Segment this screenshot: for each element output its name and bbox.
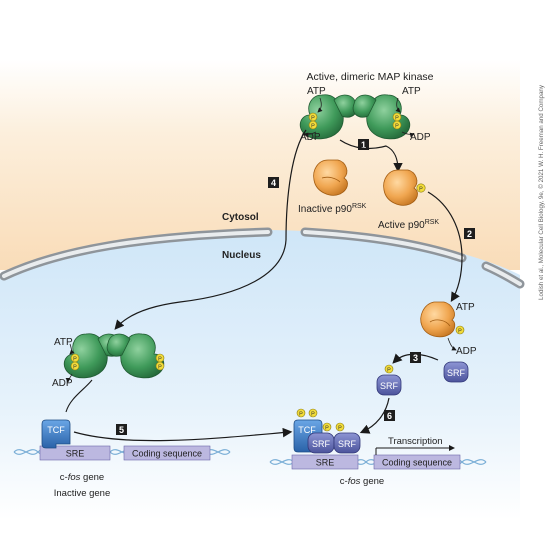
map-kinase-title: Active, dimeric MAP kinase xyxy=(306,71,433,83)
nuclear-envelope xyxy=(0,227,525,289)
svg-text:P: P xyxy=(73,365,77,371)
credit-line: Lodish et al., Molecular Cell Biology, 9… xyxy=(538,84,545,300)
svg-text:P: P xyxy=(311,412,315,418)
svg-text:P: P xyxy=(387,368,391,374)
step-5-box: 5 xyxy=(116,424,127,435)
svg-text:P: P xyxy=(299,412,303,418)
svg-text:P: P xyxy=(73,357,77,363)
svg-text:2: 2 xyxy=(467,229,472,239)
svg-text:Coding sequence: Coding sequence xyxy=(382,458,452,468)
svg-text:SRF: SRF xyxy=(380,381,399,391)
inactive-p90rsk-label: Inactive p90RSK xyxy=(298,203,367,215)
svg-text:P: P xyxy=(158,365,162,371)
phosphorylated-srf: P SRF xyxy=(376,364,402,396)
coding-sequence-right: Coding sequence xyxy=(373,454,461,470)
svg-text:SRF: SRF xyxy=(312,439,331,449)
step-2-box: 2 xyxy=(464,228,475,239)
phosphate-group: P P P P xyxy=(308,112,402,130)
svg-text:SRE: SRE xyxy=(66,449,85,459)
atp-label: ATP xyxy=(307,86,326,97)
srf-protein: SRF xyxy=(443,361,469,383)
adp-label: ADP xyxy=(300,132,321,143)
atp-label: ATP xyxy=(456,302,475,313)
svg-text:Coding sequence: Coding sequence xyxy=(132,449,202,459)
svg-text:P: P xyxy=(311,116,315,122)
inactive-gene-label: Inactive gene xyxy=(54,488,111,499)
cytosol-label: Cytosol xyxy=(222,212,259,223)
cfos-gene-label-left: c-fos gene xyxy=(60,472,104,483)
nuclear-map-kinase-dimer: P P P P xyxy=(63,333,165,379)
svg-text:SRF: SRF xyxy=(447,368,466,378)
step-4-box: 4 xyxy=(268,177,279,188)
svg-text:4: 4 xyxy=(271,178,276,188)
tcf-protein: TCF xyxy=(41,419,71,449)
svg-text:6: 6 xyxy=(387,411,392,421)
svg-text:P: P xyxy=(458,329,462,335)
svg-text:SRE: SRE xyxy=(316,458,335,468)
svg-text:P: P xyxy=(311,124,315,130)
svg-text:P: P xyxy=(338,426,342,432)
svg-text:P: P xyxy=(419,187,423,193)
svg-text:1: 1 xyxy=(361,140,366,150)
step-6-box: 6 xyxy=(384,410,395,421)
svg-text:P: P xyxy=(158,357,162,363)
adp-label: ADP xyxy=(456,346,477,357)
adp-label: ADP xyxy=(410,132,431,143)
sre-box-left: SRE xyxy=(39,445,111,461)
sre-box-right: SRE xyxy=(291,454,359,470)
nucleus-label: Nucleus xyxy=(222,250,261,261)
step-1-box: 1 xyxy=(358,139,369,150)
adp-label: ADP xyxy=(52,378,73,389)
inactive-p90rsk xyxy=(313,159,348,196)
tcf-srf-complex: TCF P P SRF SRF P P xyxy=(293,408,361,454)
active-p90rsk: P xyxy=(383,169,426,206)
atp-label: ATP xyxy=(402,86,421,97)
transcription-label: Transcription xyxy=(388,436,443,447)
step-3-box: 3 xyxy=(410,352,421,363)
svg-text:P: P xyxy=(325,426,329,432)
cfos-gene-label-right: c-fos gene xyxy=(340,476,384,487)
active-p90rsk-label: Active p90RSK xyxy=(378,219,439,231)
svg-text:5: 5 xyxy=(119,425,124,435)
atp-label: ATP xyxy=(54,337,73,348)
svg-text:TCF: TCF xyxy=(47,425,65,435)
coding-sequence-left: Coding sequence xyxy=(123,445,211,461)
nuclear-p90rsk: P xyxy=(420,301,465,338)
svg-text:P: P xyxy=(395,124,399,130)
svg-text:SRF: SRF xyxy=(338,439,357,449)
svg-text:TCF: TCF xyxy=(298,425,316,435)
svg-text:P: P xyxy=(395,116,399,122)
svg-text:3: 3 xyxy=(413,353,418,363)
